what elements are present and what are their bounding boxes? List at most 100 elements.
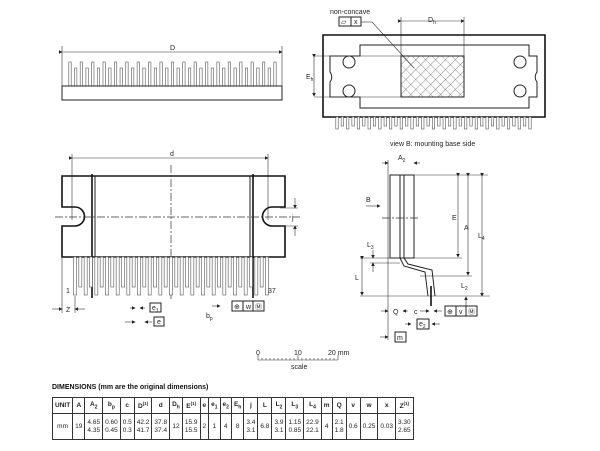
header-note: (1): [190, 400, 197, 406]
header-symbol: Z: [399, 403, 404, 411]
table-cell: 4: [219, 413, 232, 440]
lead: [131, 256, 136, 288]
column-header: e2: [219, 397, 232, 414]
table-cell: 2: [199, 413, 210, 440]
lead: [233, 256, 237, 296]
value: 4: [324, 422, 329, 430]
lead: [458, 116, 462, 127]
lead: [227, 61, 231, 87]
front-body: [61, 175, 286, 258]
dim-d-label: d: [170, 151, 174, 158]
header-symbol: d: [158, 402, 163, 409]
dim-m-label: m: [397, 335, 403, 342]
lead: [190, 256, 195, 296]
tolerance-w: w: [245, 304, 252, 311]
dim-L3-label: L3: [367, 242, 374, 251]
header-symbol: x: [384, 402, 389, 409]
header-subscript: h: [238, 404, 242, 411]
min-value: 3.1: [246, 426, 256, 434]
header-subscript: 2: [94, 404, 98, 411]
lead: [163, 256, 168, 288]
lead: [78, 256, 83, 288]
lead: [356, 116, 360, 130]
header-symbol: D: [172, 400, 177, 408]
min-value: 1.8: [334, 426, 344, 434]
column-header: m: [320, 397, 333, 414]
header-symbol: D: [137, 403, 143, 411]
lead: [351, 116, 355, 127]
lead: [474, 116, 478, 130]
lead: [85, 67, 89, 87]
lead: [165, 67, 169, 87]
lead: [222, 67, 226, 87]
lead: [94, 256, 99, 296]
lead: [507, 116, 511, 130]
column-header: e: [199, 397, 210, 414]
lead: [96, 67, 100, 87]
lead: [259, 256, 264, 288]
lead: [205, 61, 209, 87]
lead: [399, 116, 403, 130]
lead: [136, 61, 140, 87]
min-value: 37.4: [154, 426, 168, 434]
base-view: non-concave ▱ x Dh Eh view B: mounting b…: [306, 9, 546, 148]
max-value: 0.5: [122, 418, 132, 426]
header-subscript: 2: [226, 404, 229, 411]
value: 19: [75, 422, 83, 430]
lead: [174, 256, 179, 288]
header-subscript: 4: [313, 404, 316, 411]
lead: [216, 61, 220, 87]
lead: [159, 61, 163, 87]
column-header: e1: [208, 397, 221, 414]
dim-L2-label: L2: [461, 283, 468, 292]
dim-A-label: A: [464, 225, 469, 232]
lead: [153, 256, 157, 288]
scale-tick-10: 10: [294, 350, 302, 357]
column-header: Eh: [230, 397, 245, 414]
value: 6.8: [260, 422, 270, 430]
dim-L4-label: L4: [478, 233, 485, 242]
column-header: A2: [84, 397, 104, 414]
max-value: 3.4: [246, 418, 256, 426]
lead: [389, 116, 393, 130]
lead: [267, 67, 271, 87]
top-view-leads: [68, 61, 277, 87]
min-value: 2.65: [397, 426, 411, 434]
lead: [199, 67, 203, 87]
side-tolerance-frame: [444, 305, 478, 317]
view-B-label: B: [366, 197, 371, 204]
lead: [410, 116, 414, 130]
dim-E-label: E: [452, 215, 457, 222]
dim-c-label: c: [414, 309, 418, 316]
lead: [158, 256, 163, 296]
min-value: 41.7: [136, 426, 150, 434]
lead: [126, 256, 131, 296]
column-header: E(1): [181, 397, 201, 414]
lead: [91, 61, 95, 87]
lead: [512, 116, 516, 127]
header-symbol: L: [309, 400, 314, 408]
lead: [206, 256, 211, 288]
lead: [110, 256, 115, 288]
header-symbol: e: [211, 400, 215, 408]
table-cell: 1: [208, 413, 221, 440]
header-symbol: j: [249, 402, 252, 409]
lead: [185, 256, 189, 288]
value: 4: [223, 422, 228, 430]
table-cell: 19: [72, 413, 86, 440]
lead: [182, 61, 186, 87]
non-concave-label: non-concave: [330, 9, 370, 16]
lead: [523, 116, 527, 127]
dim-e-box: [153, 316, 165, 327]
column-header: v: [345, 397, 361, 414]
header-symbol: UNIT: [55, 402, 71, 409]
lead: [176, 67, 180, 87]
top-view: D: [59, 45, 283, 101]
dim-e2-box: [416, 318, 430, 330]
column-header: L4: [303, 397, 322, 414]
header-symbol: e: [222, 400, 227, 408]
lead: [201, 256, 205, 296]
